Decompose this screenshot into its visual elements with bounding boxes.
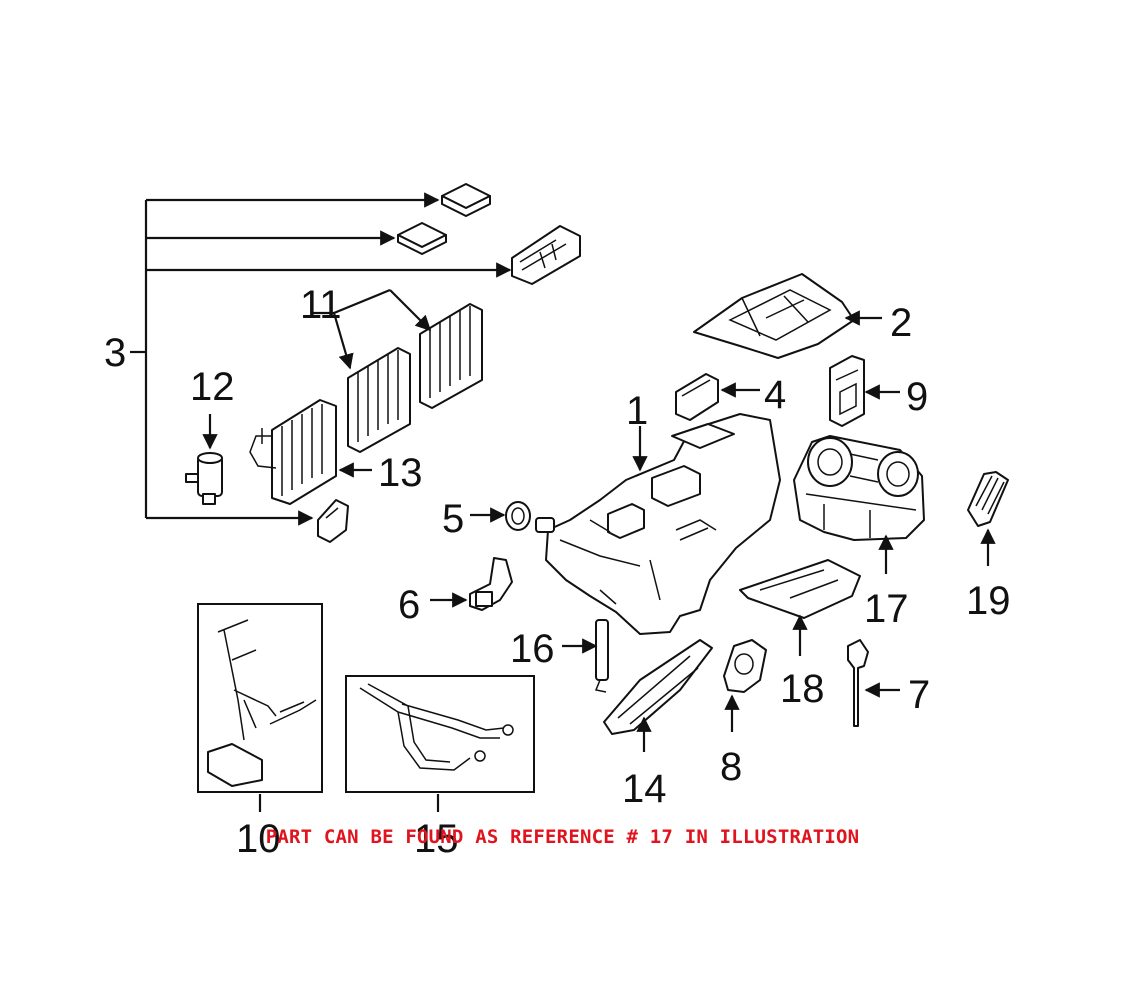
small-filter (967, 471, 1009, 527)
callout-19: 19 (966, 579, 1011, 623)
lower-panel (739, 559, 861, 619)
air-duct (603, 639, 713, 735)
callout-11: 11 (300, 283, 342, 327)
actuator (469, 557, 513, 611)
cabin-filter-rear (419, 303, 483, 409)
blower-motor (793, 435, 925, 541)
callout-17: 17 (864, 587, 909, 631)
vent-grille (511, 225, 581, 285)
callout-10: 10 (236, 817, 281, 861)
callout-8: 8 (720, 745, 742, 789)
callout-1: 1 (626, 389, 648, 433)
callout-14: 14 (622, 767, 667, 811)
expansion-valve (185, 452, 223, 505)
mode-motor (723, 639, 767, 693)
pipe-kit-box (197, 603, 323, 793)
callout-12: 12 (190, 365, 235, 409)
callout-15: 15 (414, 817, 459, 861)
callout-6: 6 (398, 583, 420, 627)
callout-16: 16 (510, 627, 555, 671)
callout-9: 9 (906, 375, 928, 419)
callout-5: 5 (442, 497, 464, 541)
drain-sensor (847, 639, 869, 727)
hvac-housing (535, 413, 781, 635)
leader-lines (202, 288, 996, 812)
hose-kit-box (345, 675, 535, 793)
callout-13: 13 (378, 451, 423, 495)
duct-piece-top (441, 183, 491, 217)
duct-piece-middle (397, 222, 447, 255)
blower-resistor (829, 355, 865, 427)
grommet (505, 501, 531, 531)
reference-notice: PART CAN BE FOUND AS REFERENCE # 17 IN I… (265, 826, 860, 848)
air-filter (675, 373, 719, 421)
temperature-sensor (594, 619, 609, 693)
callout-7: 7 (908, 673, 930, 717)
callout-2: 2 (890, 301, 912, 345)
callout-3: 3 (104, 331, 126, 375)
duct-adapter (317, 499, 349, 543)
callout-3-bracket (130, 192, 512, 526)
evaporator-core (249, 399, 337, 505)
callout-18: 18 (780, 667, 825, 711)
callout-4: 4 (764, 373, 786, 417)
cabin-filter-front (347, 347, 411, 453)
upper-housing (693, 273, 855, 359)
